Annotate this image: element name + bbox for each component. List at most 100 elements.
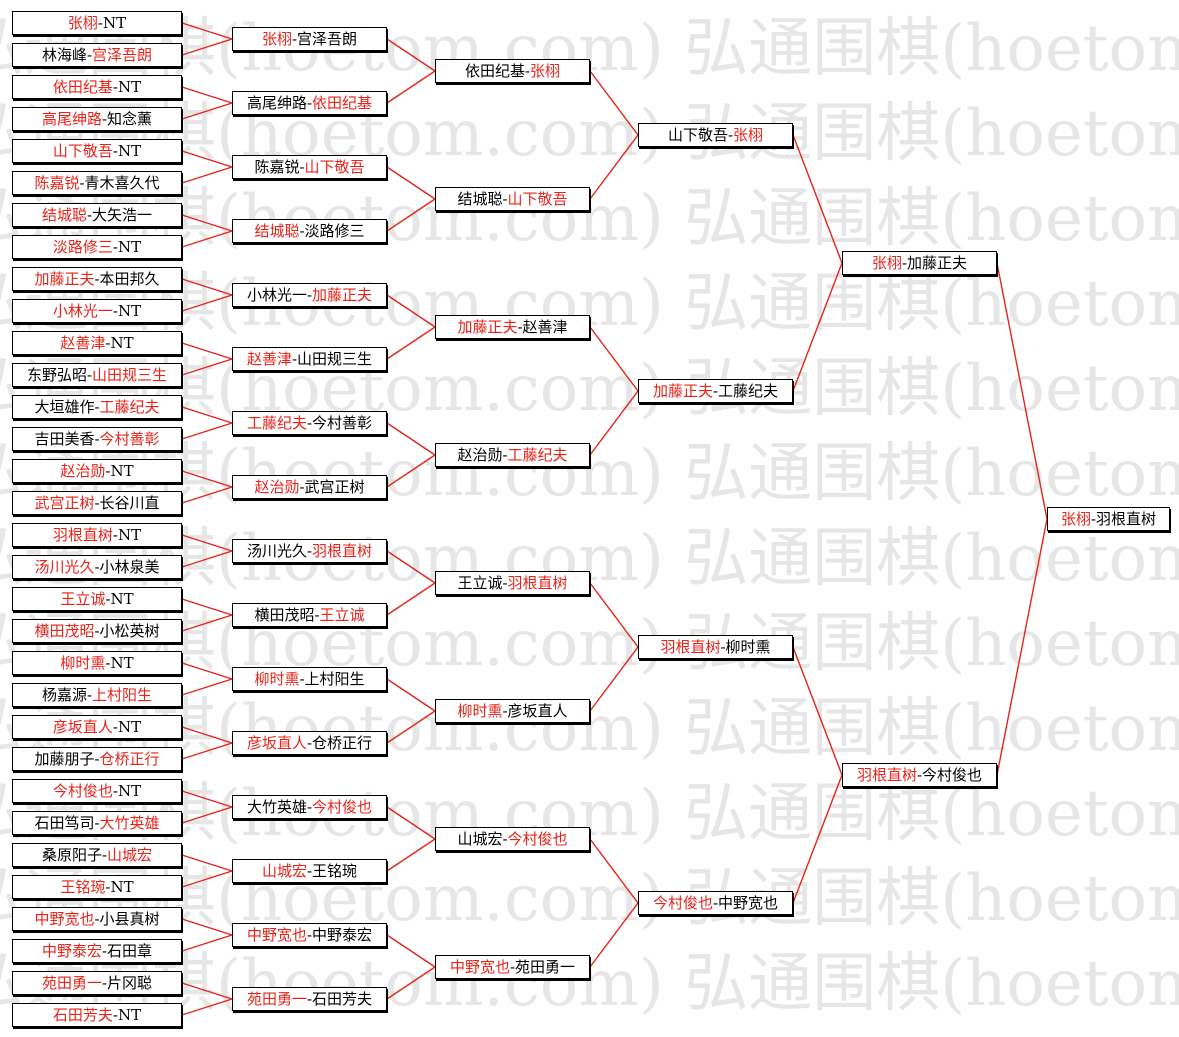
connector-line — [589, 838, 639, 904]
match-separator: - — [94, 430, 100, 448]
match-separator: - — [94, 750, 100, 768]
player-right: 长谷川直 — [99, 494, 160, 512]
match-box: 加藤正夫-本田邦久 — [12, 267, 182, 291]
match-separator: - — [517, 318, 523, 336]
player-left: 依田纪基 — [52, 78, 113, 96]
connector-line — [386, 678, 436, 712]
connector-line — [181, 550, 233, 568]
player-left: 杨嘉源 — [41, 686, 87, 704]
match-separator: - — [112, 718, 118, 736]
connector-line — [181, 934, 233, 952]
match-separator: - — [720, 638, 726, 656]
player-right: NT — [117, 1006, 142, 1024]
player-right: 今村俊也 — [312, 798, 373, 816]
connector-line — [181, 678, 233, 696]
player-left: 羽根直树 — [660, 638, 721, 656]
player-left: 汤川光久 — [34, 558, 95, 576]
connector-line — [181, 742, 233, 760]
match-separator: - — [306, 542, 313, 560]
match-box: 王立诚-羽根直树 — [435, 571, 590, 595]
player-left: 工藤纪夫 — [246, 414, 307, 432]
match-separator: - — [94, 558, 100, 576]
match-box: 羽根直树-NT — [12, 523, 182, 547]
match-box: 工藤纪夫-今村善彰 — [232, 411, 387, 435]
connector-line — [589, 134, 639, 200]
match-separator: - — [291, 30, 298, 48]
player-left: 赵治勋 — [457, 446, 503, 464]
connector-line — [181, 38, 233, 56]
player-right: NT — [110, 654, 134, 672]
player-right: 王铭琬 — [312, 862, 358, 880]
connector-line — [181, 534, 233, 552]
player-right: 山下敬吾 — [507, 190, 568, 208]
connector-line — [181, 598, 233, 616]
match-separator: - — [299, 670, 305, 688]
player-right: NT — [110, 878, 134, 896]
connector-line — [181, 342, 233, 360]
connector-line — [996, 518, 1048, 776]
connector-line — [181, 230, 233, 248]
connector-line — [792, 134, 843, 264]
match-box: 赵治勋-武宫正树 — [232, 475, 387, 499]
match-separator: - — [299, 158, 305, 176]
match-box: 山城宏-今村俊也 — [435, 827, 590, 851]
match-separator: - — [306, 990, 313, 1008]
player-right: 柳时熏 — [725, 638, 771, 656]
player-right: 彦坂直人 — [507, 702, 568, 720]
match-box: 大垣雄作-工藤纪夫 — [12, 395, 182, 419]
player-right: 山下敬吾 — [304, 158, 365, 176]
match-box: 张栩-宫泽吾朗 — [232, 27, 387, 51]
match-box: 高尾绅路-依田纪基 — [232, 91, 387, 115]
connector-line — [181, 870, 233, 888]
match-separator: - — [105, 590, 111, 608]
player-left: 山下敬吾 — [667, 126, 728, 144]
player-left: 小林光一 — [246, 286, 307, 304]
player-right: 加藤正夫 — [312, 286, 373, 304]
match-separator: - — [727, 126, 734, 144]
match-separator: - — [306, 926, 313, 944]
match-box: 柳时熏-NT — [12, 651, 182, 675]
match-separator: - — [101, 110, 108, 128]
match-separator: - — [314, 606, 320, 624]
match-box: 赵善津-山田规三生 — [232, 347, 387, 371]
match-separator: - — [524, 62, 531, 80]
match-box: 苑田勇一-石田芳夫 — [232, 987, 387, 1011]
player-right: 仓桥正行 — [99, 750, 160, 768]
player-right: 赵善津 — [522, 318, 568, 336]
match-separator: - — [101, 942, 108, 960]
connector-line — [792, 262, 843, 392]
player-right: NT — [110, 590, 134, 608]
match-box: 桑原阳子-山城宏 — [12, 843, 182, 867]
player-right: 上村阳生 — [92, 686, 153, 704]
player-left: 羽根直树 — [856, 766, 917, 784]
match-separator: - — [509, 958, 516, 976]
player-right: 今村善彰 — [99, 430, 160, 448]
player-left: 山城宏 — [457, 830, 503, 848]
match-separator: - — [97, 14, 103, 32]
player-left: 加藤正夫 — [652, 382, 713, 400]
player-right: 今村俊也 — [507, 830, 568, 848]
connector-line — [386, 326, 436, 360]
match-box: 山下敬吾-NT — [12, 139, 182, 163]
player-left: 加藤正夫 — [457, 318, 518, 336]
player-left: 林海峰 — [41, 46, 87, 64]
player-right: 羽根直树 — [1096, 510, 1157, 528]
match-box: 加藤朋子-仓桥正行 — [12, 747, 182, 771]
match-box: 依田纪基-张栩 — [435, 59, 590, 83]
match-box: 结城聪-山下敬吾 — [435, 187, 590, 211]
player-left: 石田笃司 — [34, 814, 95, 832]
connector-line — [181, 406, 233, 424]
player-left: 横田茂昭 — [254, 606, 315, 624]
player-left: 武宫正树 — [34, 494, 95, 512]
match-separator: - — [712, 894, 719, 912]
match-separator: - — [86, 46, 93, 64]
connector-line — [386, 806, 436, 840]
player-right: 大矢浩一 — [92, 206, 153, 224]
connector-line — [589, 646, 639, 712]
match-box: 羽根直树-今村俊也 — [842, 763, 997, 787]
connector-line — [386, 710, 436, 744]
player-right: NT — [117, 718, 142, 736]
match-separator: - — [901, 254, 908, 272]
connector-line — [386, 198, 436, 232]
